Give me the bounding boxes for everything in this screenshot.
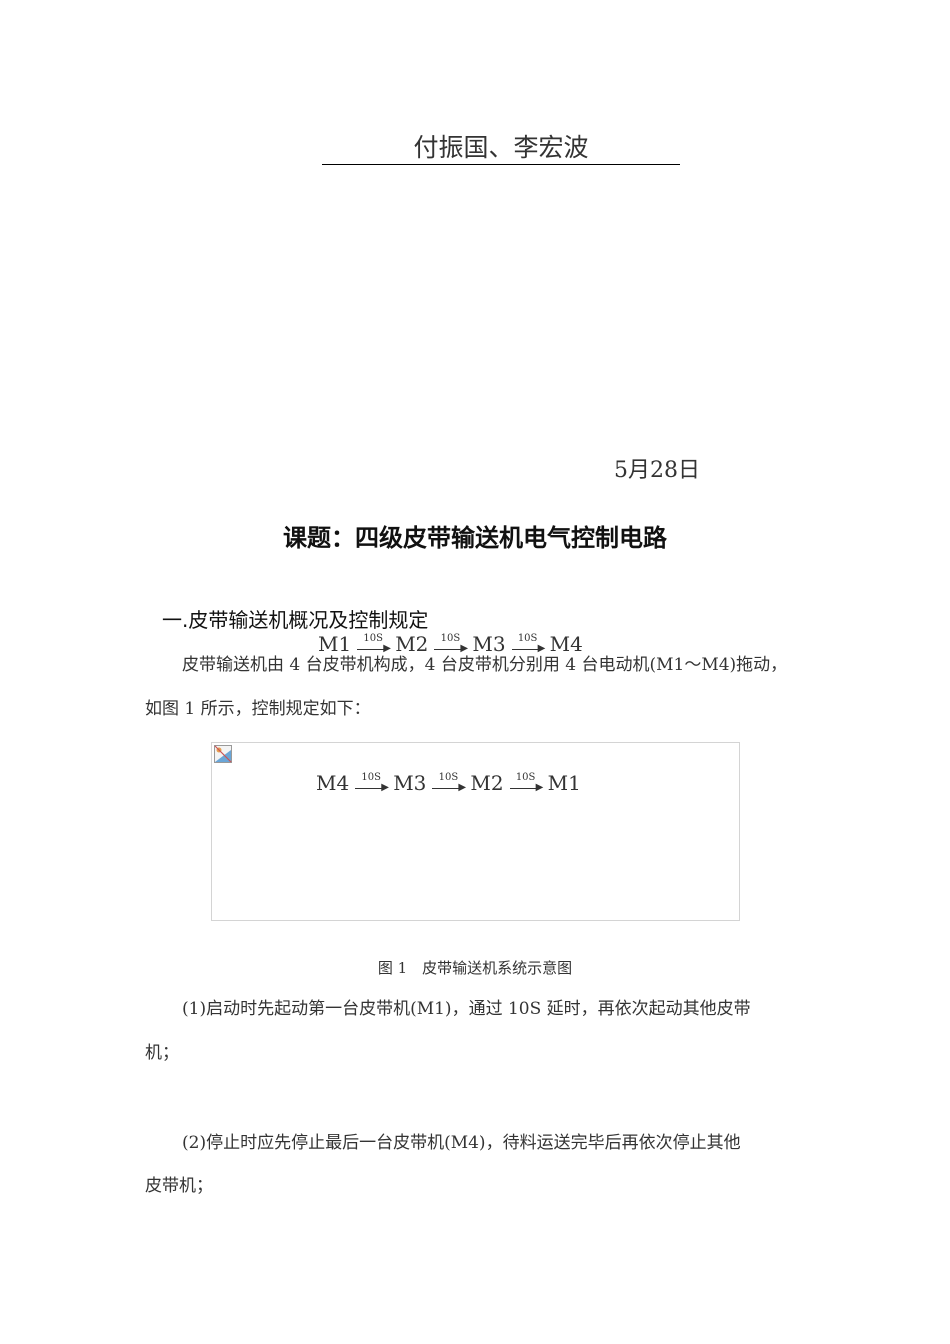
- delay-arrow: 10S▶: [430, 772, 466, 796]
- motor-label: M4: [316, 771, 350, 795]
- document-date: 5月28日: [614, 458, 700, 483]
- intro-line-1: 皮带输送机由 4 台皮带机构成，4 台皮带机分别用 4 台电动机(M1～M4)拖…: [182, 655, 788, 675]
- motor-label: M2: [395, 632, 429, 656]
- delay-arrow: 10S▶: [353, 772, 389, 796]
- author-names: 付振国、李宏波: [322, 132, 680, 165]
- rule-2-line-1: (2)停止时应先停止最后一台皮带机(M4)，待料运送完毕后再依次停止其他: [182, 1133, 741, 1153]
- delay-arrow: 10S▶: [355, 633, 391, 657]
- intro-line-2: 如图 1 所示，控制规定如下：: [145, 699, 371, 719]
- delay-label: 10S: [440, 632, 461, 644]
- rule-2-line-2: 皮带机；: [145, 1176, 213, 1196]
- motor-label: M1: [318, 632, 352, 656]
- delay-arrow: 10S▶: [510, 633, 546, 657]
- delay-label: 10S: [515, 771, 536, 783]
- broken-image-icon: [214, 745, 232, 763]
- delay-label: 10S: [363, 632, 383, 644]
- motor-label: M3: [393, 771, 427, 795]
- delay-label: 10S: [438, 771, 459, 783]
- delay-arrow: 10S▶: [432, 633, 468, 657]
- motor-label: M4: [549, 632, 583, 656]
- motor-label: M2: [470, 771, 504, 795]
- motor-label: M1: [547, 771, 581, 795]
- delay-arrow: 10S▶: [508, 772, 544, 796]
- delay-label: 10S: [361, 771, 381, 783]
- motor-label: M3: [472, 632, 506, 656]
- section-heading: 一.皮带输送机概况及控制规定: [162, 608, 429, 632]
- document-title: 课题：四级皮带输送机电气控制电路: [283, 524, 667, 552]
- rule-1-line-2: 机；: [145, 1043, 179, 1063]
- delay-label: 10S: [517, 632, 538, 644]
- rule-1-line-1: (1)启动时先起动第一台皮带机(M1)，通过 10S 延时，再依次起动其他皮带: [182, 999, 751, 1019]
- figure-caption: 图 1 皮带输送机系统示意图: [377, 959, 573, 977]
